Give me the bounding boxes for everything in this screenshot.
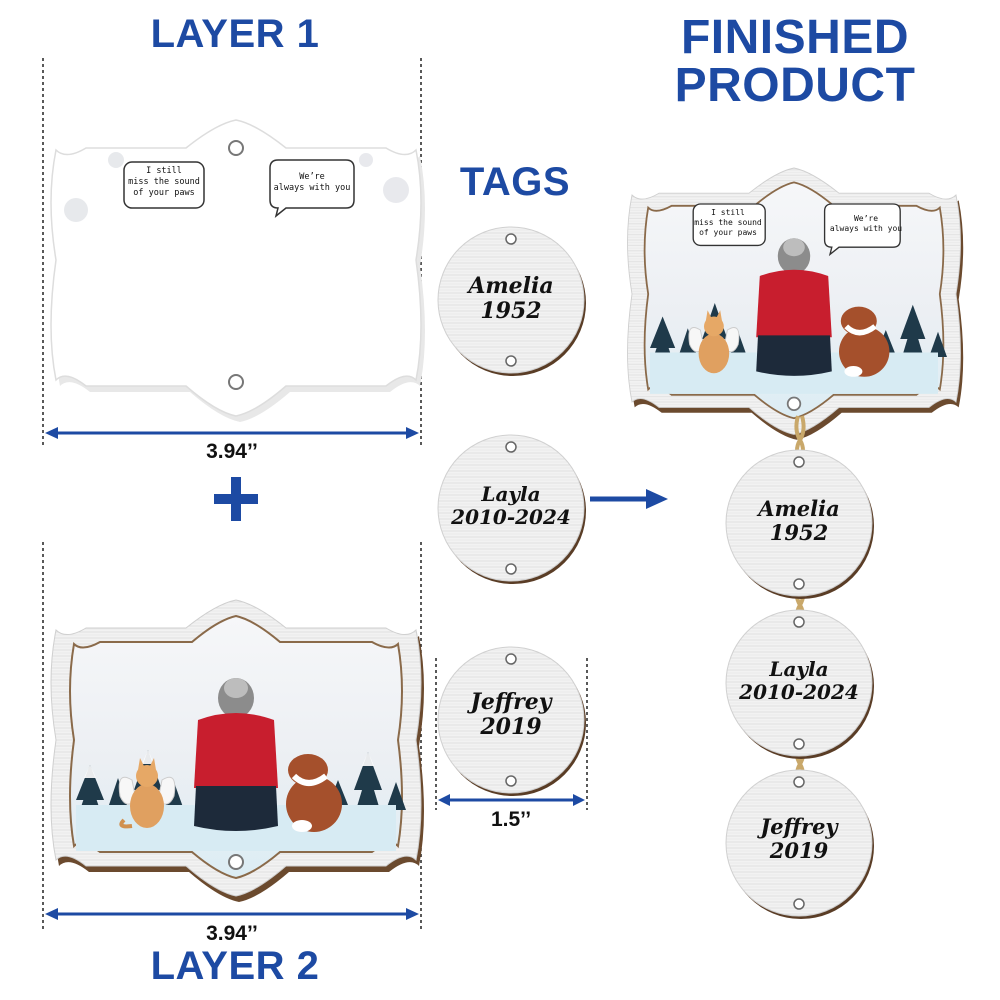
finished-tag-jeffrey-disc <box>725 769 874 919</box>
finished-quote-right: We’re always with you <box>826 214 906 234</box>
arrow-right-icon <box>590 489 668 509</box>
tag-year: 1952 <box>480 298 542 325</box>
finished-tag-layla-text: Layla 2010-2024 <box>724 658 874 704</box>
finished-tag-jeffrey-text: Jeffrey 2019 <box>724 814 874 864</box>
tag-amelia-disc <box>437 226 586 376</box>
layer2-heading: LAYER 2 <box>150 944 320 988</box>
tag-layla-text: Layla 2010-2024 <box>436 483 586 529</box>
plus-icon <box>214 477 258 521</box>
tag-name: Jeffrey <box>470 689 552 715</box>
quote-line: We’re <box>853 214 879 223</box>
tag-name: Jeffrey <box>760 814 838 839</box>
layer1-quote-left: I still miss the sound of your paws <box>124 166 204 199</box>
tag-year: 1952 <box>769 520 829 546</box>
quote-line: I still <box>711 208 745 217</box>
tag-jeffrey-disc <box>437 646 586 796</box>
layer2-width-label: 3.94’’ <box>206 922 258 945</box>
quote-line: I still <box>146 166 182 176</box>
finished-tag-layla-disc <box>725 609 874 759</box>
tag-year: 2010-2024 <box>451 505 571 529</box>
finished-quote-left: I still miss the sound of your paws <box>690 208 766 238</box>
tag-amelia-text: Amelia 1952 <box>436 273 586 325</box>
tag-year: 2010-2024 <box>739 680 859 704</box>
quote-line: always with you <box>273 183 351 193</box>
layer1-width-label: 3.94’’ <box>206 440 258 463</box>
quote-line: always with you <box>829 224 903 233</box>
finished-tag-amelia-text: Amelia 1952 <box>724 496 874 546</box>
finished-heading-line2: PRODUCT <box>674 59 916 112</box>
tag-name: Amelia <box>758 496 840 521</box>
layer1-heading: LAYER 1 <box>150 12 320 56</box>
finished-tag-amelia-disc <box>725 449 874 599</box>
quote-line: of your paws <box>699 228 757 237</box>
quote-line: miss the sound <box>694 218 762 227</box>
quote-line: of your paws <box>133 188 195 198</box>
layer1-ornament <box>50 119 425 422</box>
quote-line: miss the sound <box>128 177 200 187</box>
tag-name: Layla <box>769 657 829 681</box>
tag-name: Amelia <box>468 273 554 299</box>
finished-heading-line1: FINISHED <box>680 11 909 64</box>
tag-name: Layla <box>481 482 541 506</box>
quote-line: We’re <box>299 172 325 182</box>
tags-heading: TAGS <box>459 160 571 204</box>
tag-year: 2019 <box>480 714 542 741</box>
tag-layla-disc <box>437 434 586 584</box>
tag-year: 2019 <box>769 838 829 864</box>
tag-width-label: 1.5’’ <box>490 808 532 831</box>
layer2-ornament <box>50 599 424 902</box>
tag-jeffrey-text: Jeffrey 2019 <box>436 689 586 741</box>
finished-ornament <box>627 167 964 440</box>
layer1-quote-right: We’re always with you <box>270 172 354 194</box>
